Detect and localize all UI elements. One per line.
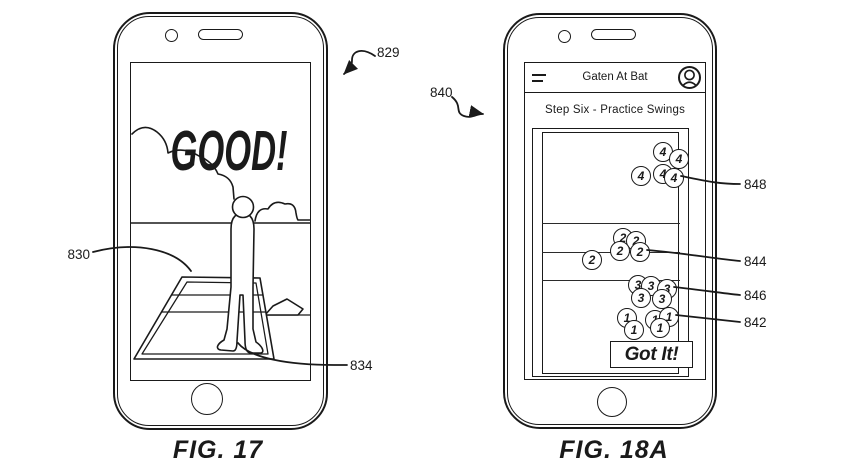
fig17-scene: GOOD!	[131, 63, 310, 380]
swing-count-token: 2	[630, 242, 650, 262]
ref-844-label: 844	[744, 254, 767, 269]
ref-840-label: 840	[430, 85, 453, 100]
ref-842-label: 842	[744, 315, 767, 330]
swing-count-token: 2	[610, 241, 630, 261]
fig17-caption: FIG. 17	[138, 436, 298, 465]
home-button	[597, 387, 627, 417]
batter-head	[233, 197, 254, 218]
swing-count-token: 4	[631, 166, 651, 186]
ref-830-label: 830	[67, 247, 90, 262]
swing-plane-line	[542, 223, 680, 224]
fig18a-phone: Gaten At Bat Step Six - Practice Swings …	[503, 13, 717, 429]
ref-834-label: 834	[350, 358, 373, 373]
ref-840-arrow	[452, 97, 483, 117]
fig18a-screen: Gaten At Bat Step Six - Practice Swings …	[524, 62, 706, 380]
fig17-phone: GOOD!	[113, 12, 328, 430]
home-plate-shape	[265, 299, 303, 315]
cloud-right	[255, 202, 310, 221]
step-subtitle: Step Six - Practice Swings	[525, 104, 705, 116]
swing-count-token: 2	[582, 250, 602, 270]
ref-829-label: 829	[377, 45, 400, 60]
feedback-text: GOOD!	[171, 119, 288, 183]
got-it-button: Got It!	[610, 341, 693, 368]
swing-count-token: 4	[669, 149, 689, 169]
home-button	[191, 383, 223, 415]
swing-count-token: 1	[624, 320, 644, 340]
avatar-face	[680, 68, 699, 87]
camera-icon	[165, 29, 178, 42]
fig18a-caption: FIG. 18A	[534, 436, 694, 465]
app-header-bar: Gaten At Bat	[525, 63, 705, 93]
ref-848-label: 848	[744, 177, 767, 192]
camera-icon	[558, 30, 571, 43]
fig17-screen: GOOD!	[130, 62, 311, 381]
speaker-icon	[591, 29, 636, 40]
ref-846-label: 846	[744, 288, 767, 303]
swing-count-token: 1	[650, 318, 670, 338]
swing-count-token: 4	[664, 168, 684, 188]
swing-count-token: 3	[631, 288, 651, 308]
speaker-icon	[198, 29, 243, 40]
user-avatar-icon	[678, 66, 701, 89]
swing-count-token: 3	[652, 289, 672, 309]
ref-829-arrow	[344, 51, 375, 74]
